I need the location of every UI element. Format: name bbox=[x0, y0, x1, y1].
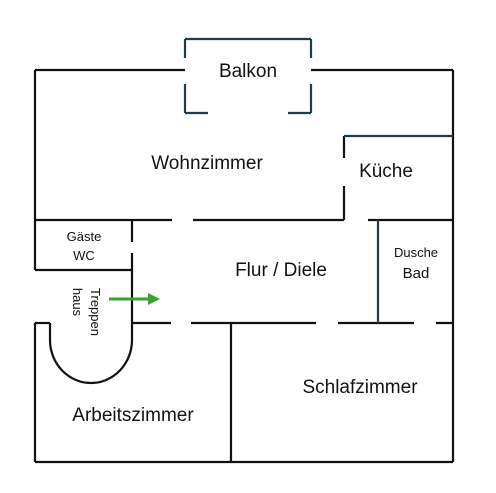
room-label-treppenhaus: Treppen haus bbox=[70, 288, 103, 336]
room-label-arbeitszimmer: Arbeitszimmer bbox=[72, 405, 194, 426]
room-label-flur: Flur / Diele bbox=[235, 260, 327, 281]
room-label-schlafzimmer: Schlafzimmer bbox=[302, 377, 418, 398]
room-label-balkon: Balkon bbox=[219, 61, 277, 82]
walls bbox=[33, 68, 455, 464]
room-label-bad: Bad bbox=[403, 265, 430, 282]
stair-curve bbox=[48, 323, 134, 385]
room-label-haus: haus bbox=[70, 288, 85, 317]
room-label-dusche: Dusche bbox=[394, 245, 438, 260]
room-label-gaeste: Gäste bbox=[67, 229, 102, 244]
room-label-kueche: Küche bbox=[359, 161, 413, 182]
room-label-treppen: Treppen bbox=[88, 288, 103, 336]
accent-walls bbox=[183, 37, 453, 323]
room-label-wohnzimmer: Wohnzimmer bbox=[151, 153, 263, 174]
entrance-arrow-icon bbox=[109, 293, 160, 305]
room-label-wc: WC bbox=[73, 248, 95, 263]
